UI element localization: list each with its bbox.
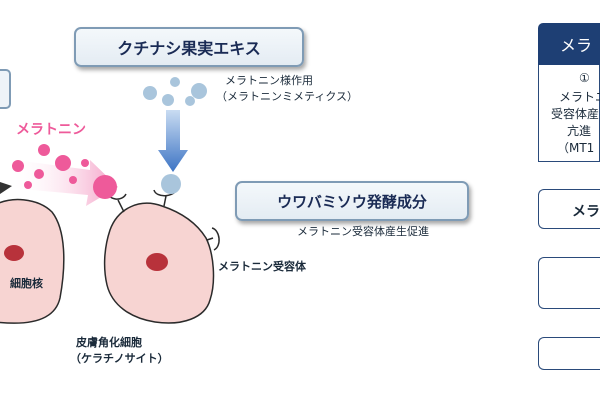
mimetic-caption-line2: （メラトニンミメティクス） xyxy=(216,90,359,103)
kuchinashi-label-text: クチナシ果実エキス xyxy=(117,39,261,58)
melatonin-molecules xyxy=(12,144,117,199)
right-panel-body: ① メラトニ 受容体産 亢進 （MT1 xyxy=(538,65,600,162)
right-panel-header: メラ xyxy=(538,23,600,65)
uwabamisou-label-text: ウワバミソウ発酵成分 xyxy=(277,192,427,211)
mimetic-caption-line1: メラトニン様作用 xyxy=(225,74,313,87)
uwabamisou-label: ウワバミソウ発酵成分 xyxy=(235,181,469,221)
right-panel-box-4 xyxy=(538,337,600,370)
right-panel-box-2: メラ xyxy=(538,189,600,229)
right-panel-box-3 xyxy=(538,257,600,309)
right-panel-line2: メラトニ xyxy=(559,90,600,104)
mimetic-action-arrow xyxy=(158,110,188,172)
incoming-arrow-tip xyxy=(0,182,12,194)
cell-caption-line2: （ケラチノサイト） xyxy=(70,352,169,365)
left-keratinocyte-cell xyxy=(0,198,65,324)
receptor-caption: メラトニン受容体 xyxy=(218,260,306,273)
right-panel-line1: ① xyxy=(579,71,590,85)
melatonin-receptor-right xyxy=(206,227,220,251)
nucleus-caption: 細胞核 xyxy=(10,277,43,290)
left-cell-nucleus xyxy=(4,245,24,261)
cell-caption-line1: 皮膚角化細胞 xyxy=(76,336,142,349)
melatonin-caption: メラトニン xyxy=(16,122,86,138)
right-panel-header-text: メラ xyxy=(560,36,593,55)
partial-label-box-left xyxy=(0,69,11,109)
kuchinashi-label: クチナシ果実エキス xyxy=(74,27,304,67)
receptor-promotion-caption: メラトニン受容体産生促進 xyxy=(297,225,429,238)
right-panel-line4: 亢進 xyxy=(567,124,592,138)
right-panel-box-2-text: メラ xyxy=(572,204,600,220)
bound-mimetic-molecule xyxy=(161,174,181,194)
mimetic-molecules xyxy=(143,77,207,106)
right-panel-line3: 受容体産 xyxy=(551,107,600,121)
cell-nucleus xyxy=(146,253,168,271)
right-panel-line5: （MT1 xyxy=(557,141,595,155)
